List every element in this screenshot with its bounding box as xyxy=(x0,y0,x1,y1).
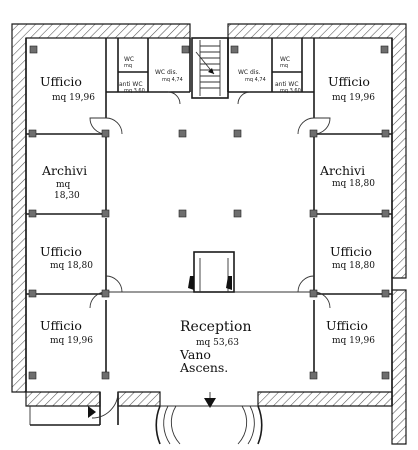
office-ml-name: Ufficio xyxy=(40,244,82,259)
office-ml-area: mq 18,80 xyxy=(50,261,93,271)
wc-tr-name: WC xyxy=(280,56,290,63)
office-tr-name: Ufficio xyxy=(328,74,370,89)
archive-r-name: Archivi xyxy=(319,163,365,178)
exterior-wall-bottom-left xyxy=(25,391,101,407)
office-tr-area: mq 19,96 xyxy=(332,93,375,103)
exterior-wall-bottom-right xyxy=(257,391,393,407)
exterior-wall-right xyxy=(227,23,407,279)
reception-area: mq 53,63 xyxy=(196,338,239,348)
archive-r-area: mq 18,80 xyxy=(332,179,375,189)
wc-tl-area: mq xyxy=(124,63,132,69)
antiwc-tl-area: mq 3,60 xyxy=(124,88,145,94)
elevator-label-line2: Ascens. xyxy=(179,360,228,375)
exterior-wall-bottom-mid xyxy=(117,391,161,407)
office-mr-name: Ufficio xyxy=(330,244,372,259)
office-mr-area: mq 18,80 xyxy=(332,261,375,271)
staircase xyxy=(191,37,229,99)
elevator-label-line1: Vano xyxy=(179,347,211,362)
side-entrance-arrow-icon xyxy=(88,406,96,418)
antiwc-tr-area: mq 3,60 xyxy=(280,88,301,94)
office-tl-area: mq 19,96 xyxy=(52,93,95,103)
wc-tl-name: WC xyxy=(124,56,134,63)
structural-columns xyxy=(28,45,390,380)
antiwc-tl-name: anti WC xyxy=(119,81,143,88)
archive-l-area-line2: 18,30 xyxy=(54,191,80,201)
exterior-wall-right-lower xyxy=(391,289,407,445)
office-br-area: mq 19,96 xyxy=(332,336,375,346)
archive-l-name: Archivi xyxy=(41,163,87,178)
stair-arrow-icon xyxy=(208,68,214,74)
office-br-name: Ufficio xyxy=(326,318,368,333)
antiwc-tr-name: anti WC xyxy=(275,81,299,88)
reception-name: Reception xyxy=(180,319,251,335)
office-bl-name: Ufficio xyxy=(40,318,82,333)
archive-l-area-line1: mq xyxy=(56,180,71,190)
entrance-arrow-icon xyxy=(204,398,216,408)
office-bl-area: mq 19,96 xyxy=(50,336,93,346)
office-tl-name: Ufficio xyxy=(40,74,82,89)
interior-walls xyxy=(25,38,393,426)
wcdis-r-name: WC dis. xyxy=(238,69,261,76)
wc-tr-area: mq xyxy=(280,63,288,69)
wcdis-l-area: mq 4,74 xyxy=(162,77,183,83)
wcdis-l-name: WC dis. xyxy=(155,69,178,76)
wcdis-r-area: mq 4,74 xyxy=(245,77,266,83)
